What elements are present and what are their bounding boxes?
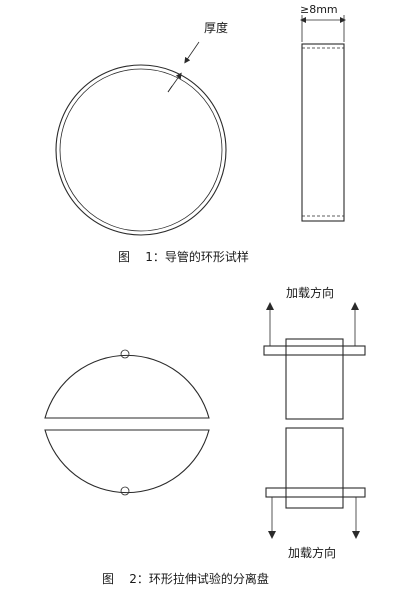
disc-lower-half <box>44 429 210 494</box>
load-direction-bottom-label: 加载方向 <box>288 545 336 560</box>
load-direction-top-label: 加载方向 <box>286 285 334 300</box>
ring-side-rect <box>301 43 345 222</box>
disc-lower-hole <box>120 486 130 496</box>
ring-inner-circle <box>59 68 223 232</box>
figure1-ring-side-view: ≥8mm <box>300 3 346 222</box>
disc-upper-hole <box>120 349 130 359</box>
disc-upper-half <box>44 354 210 419</box>
thickness-arrow-outer <box>184 41 200 64</box>
upper-pin <box>263 345 366 356</box>
thickness-leader-tail <box>167 85 173 93</box>
lower-block <box>285 427 344 509</box>
upper-block <box>285 338 344 420</box>
lower-pin <box>265 487 366 498</box>
figure2-split-disc <box>44 349 210 496</box>
figure2-test-setup: 加载方向 加载方向 <box>263 285 366 560</box>
ring-outer-circle <box>55 64 227 236</box>
figure1-ring-specimen <box>55 64 227 236</box>
figure1-caption: 图 1：导管的环形试样 <box>118 249 249 264</box>
thickness-label: 厚度 <box>204 20 228 35</box>
width-label: ≥8mm <box>300 3 338 16</box>
thickness-indicator: 厚度 <box>167 20 228 93</box>
figure2-caption: 图 2：环形拉伸试验的分离盘 <box>102 571 269 586</box>
